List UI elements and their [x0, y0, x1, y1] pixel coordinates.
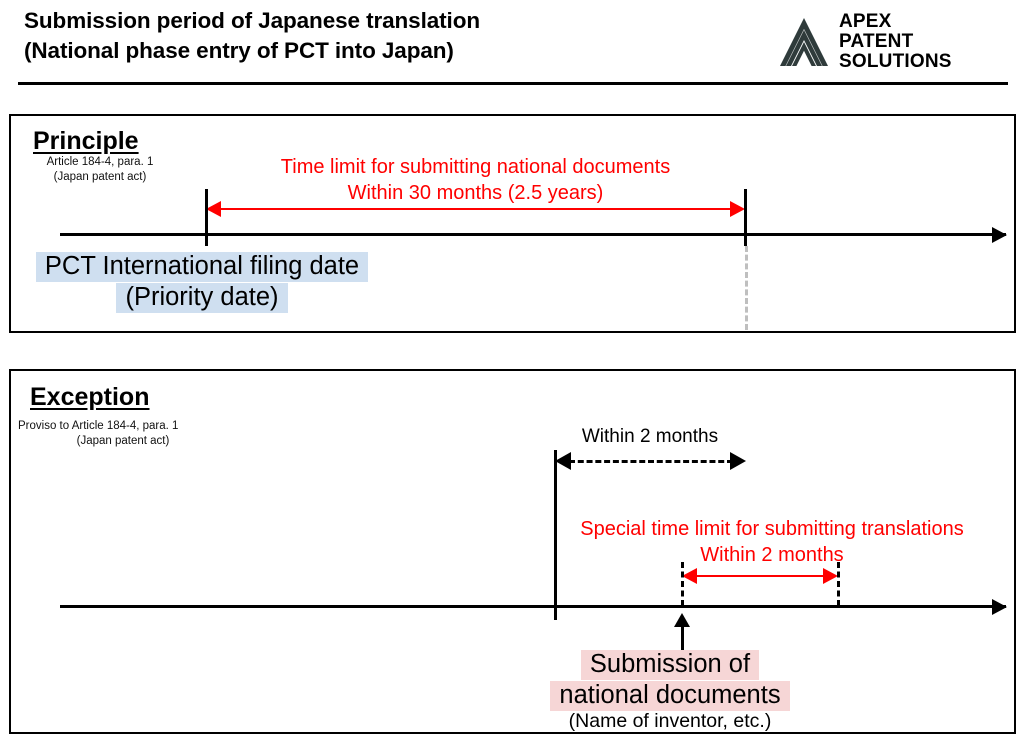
- exception-panel: [9, 369, 1016, 734]
- exception-dashed-span-arrowhead-right: [730, 452, 746, 470]
- exception-red-span-line: [695, 574, 827, 577]
- principle-red-label-line-1: Time limit for submitting national docum…: [280, 156, 671, 178]
- principle-axis-label-line-1: PCT International filing date: [16, 250, 388, 283]
- exception-red-label-line-2: Within 2 months: [700, 544, 844, 566]
- principle-caption-line-2: (Japan patent act): [53, 171, 147, 183]
- brand-line-1: APEX: [839, 10, 892, 32]
- exception-dashed-span-line: [569, 460, 733, 463]
- page-title-line-2: (National phase entry of PCT into Japan): [24, 37, 454, 63]
- principle-timeline-arrowhead: [992, 226, 1007, 243]
- principle-tick-filing-date: [205, 189, 208, 246]
- header-divider: [18, 82, 1008, 85]
- principle-axis-label-line-2: (Priority date): [16, 281, 388, 314]
- principle-red-label-line-2: Within 30 months (2.5 years): [347, 182, 604, 204]
- exception-event-sub-label: (Name of inventor, etc.): [568, 710, 772, 732]
- principle-axis-label-text-2: (Priority date): [116, 283, 288, 313]
- exception-event-label-line-1: Submission of: [500, 648, 840, 681]
- exception-tick-special-limit-end: [837, 562, 840, 606]
- exception-event-text-2: national documents: [550, 681, 790, 711]
- exception-callout-arrow-stem: [681, 625, 684, 667]
- exception-caption-line-1: Proviso to Article 184-4, para. 1: [18, 420, 179, 432]
- exception-dashed-span-label: Within 2 months: [581, 426, 719, 447]
- exception-event-label-line-2: national documents: [500, 679, 840, 712]
- exception-dashed-span-arrowhead-left: [555, 452, 571, 470]
- principle-span-arrowhead-left: [206, 201, 221, 217]
- principle-timeline-axis: [60, 233, 1006, 236]
- page-title-line-1: Submission period of Japanese translatio…: [24, 8, 480, 33]
- page-title: Submission period of Japanese translatio…: [24, 6, 724, 65]
- brand-text: APEX PATENT SOLUTIONS: [839, 10, 1018, 73]
- exception-heading: Exception: [30, 383, 150, 411]
- principle-axis-label-text-1: PCT International filing date: [35, 252, 369, 282]
- exception-red-span-arrowhead-right: [823, 568, 838, 584]
- principle-span-arrowhead-right: [730, 201, 745, 217]
- gray-dashed-connector-upper: [745, 246, 748, 330]
- exception-event-text-1: Submission of: [580, 650, 760, 680]
- exception-caption-line-2: (Japan patent act): [76, 435, 170, 447]
- brand-logo-block: APEX PATENT SOLUTIONS: [778, 10, 1018, 73]
- exception-red-span-arrowhead-left: [682, 568, 697, 584]
- exception-timeline-arrowhead: [992, 598, 1007, 615]
- principle-heading: Principle: [33, 127, 139, 155]
- brand-line-2: PATENT SOLUTIONS: [839, 30, 952, 73]
- principle-tick-30-months: [744, 189, 747, 246]
- exception-tick-submission: [681, 562, 684, 606]
- principle-span-line: [219, 207, 734, 211]
- exception-tick-window-start: [554, 450, 557, 620]
- exception-callout-arrowhead: [674, 613, 690, 627]
- exception-red-label-line-1: Special time limit for submitting transl…: [580, 518, 964, 540]
- apex-triangle-logo-icon: [780, 18, 828, 66]
- exception-timeline-axis: [60, 605, 1006, 608]
- principle-caption-line-1: Article 184-4, para. 1: [46, 156, 154, 168]
